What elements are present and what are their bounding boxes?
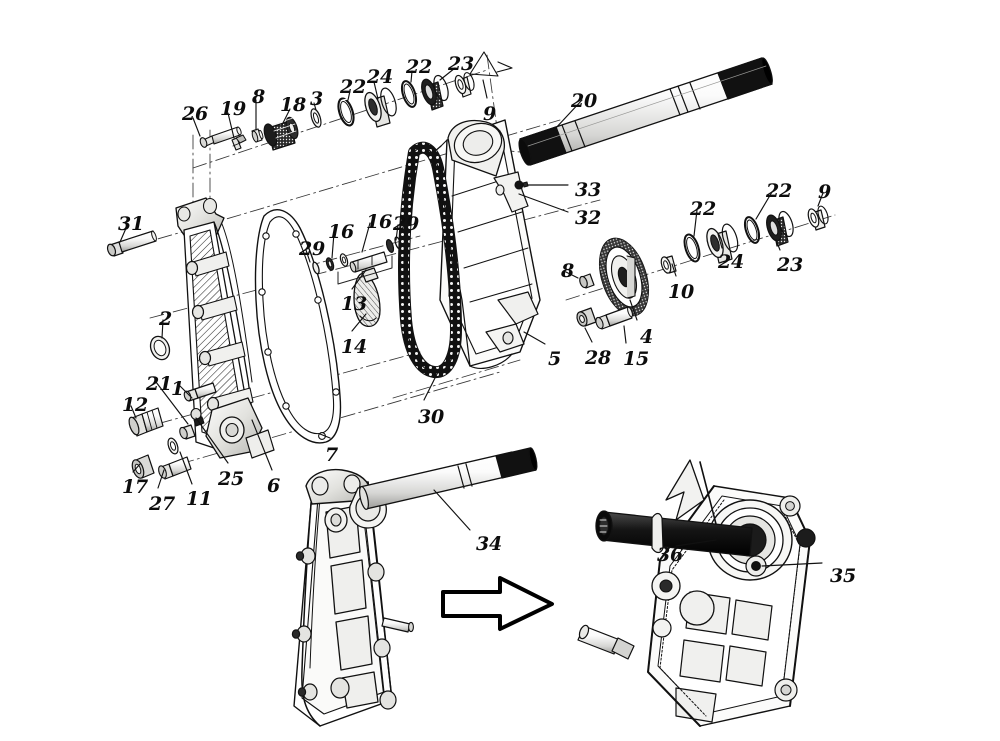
- callout-31-c31: 31: [118, 213, 145, 235]
- part-9-bushing-a: [454, 72, 475, 98]
- callout-9-c9a: 9: [483, 103, 497, 125]
- callout-7-c7: 7: [325, 444, 339, 466]
- callout-14-c14: 14: [341, 336, 368, 358]
- callout-28-c28: 28: [585, 347, 612, 369]
- callout-29-c29b: 29: [393, 213, 420, 235]
- part-8-spacer-lower: [579, 273, 595, 289]
- part-29-clip-a: [312, 261, 320, 275]
- callout-24-c24b: 24: [718, 251, 745, 273]
- callout-27-c27: 27: [149, 493, 176, 515]
- callout-22-c22c: 22: [690, 198, 717, 220]
- callout-23-c23b: 23: [777, 254, 804, 276]
- callout-24-c24a: 24: [367, 66, 394, 88]
- part-27-bolt: [158, 456, 192, 480]
- part-19-retainer: [231, 134, 247, 151]
- callout-21-c21: 21: [146, 373, 173, 395]
- part-22-snap-ring-d: [743, 216, 761, 244]
- detail-assembly-35-36: [577, 459, 816, 727]
- callout-25-c25: 25: [218, 468, 245, 490]
- part-9-bushing-b: [807, 205, 829, 231]
- callout-35-c35: 35: [830, 565, 857, 587]
- callout-8-c8t: 8: [252, 86, 266, 108]
- part-23-seal-b: [766, 210, 794, 247]
- detail-assembly-34: [291, 447, 538, 727]
- callout-18-c18: 18: [280, 94, 307, 116]
- callout-29-c29a: 29: [299, 238, 326, 260]
- callout-36-c36: 36: [657, 544, 684, 566]
- part-25-bolt: [179, 424, 196, 440]
- leader-lines: [119, 67, 824, 567]
- callout-12-c12: 12: [122, 394, 149, 416]
- callout-32-c32: 32: [575, 207, 602, 229]
- callout-10-c10: 10: [668, 281, 695, 303]
- callout-26-c26: 26: [182, 103, 209, 125]
- callout-5-c5: 5: [548, 348, 562, 370]
- callout-15-c15: 15: [623, 348, 650, 370]
- part-11-washer: [167, 437, 179, 455]
- callout-17-c17: 17: [122, 476, 149, 498]
- part-31-long-bolt: [106, 230, 157, 257]
- callout-2-c2: 2: [159, 308, 173, 330]
- part-12-fitting: [128, 407, 164, 437]
- part-33-bolt: [514, 180, 529, 190]
- callout-16-c16a: 16: [328, 221, 355, 243]
- callout-13-c13: 13: [341, 293, 368, 315]
- part-8-spacer-top: [251, 128, 264, 143]
- callout-33-c33: 33: [575, 179, 602, 201]
- part-15-bolt: [595, 306, 633, 330]
- part-23-seal-a: [421, 74, 449, 111]
- callout-22-c22d: 22: [766, 180, 793, 202]
- callout-4-c4: 4: [640, 326, 654, 348]
- callout-8-c8b: 8: [561, 260, 575, 282]
- part-14-chain-slider: [353, 267, 381, 328]
- callout-9-c9b: 9: [818, 181, 832, 203]
- part-3-washer: [310, 108, 322, 128]
- part-30-drive-chain: [398, 141, 462, 379]
- process-arrow: [441, 576, 554, 631]
- callout-20-c20: 20: [571, 90, 598, 112]
- part-26-bolt: [199, 126, 242, 148]
- part-16-collar-a: [325, 257, 335, 271]
- part-20-drive-shaft: [518, 57, 773, 166]
- part-10-spacer: [660, 255, 677, 274]
- part-2-cap: [149, 335, 171, 361]
- part-28-nut: [576, 307, 597, 327]
- part-13-guide-shaft: [349, 251, 388, 273]
- part-4-sprocket: [598, 237, 650, 317]
- callout-3-c3: 3: [310, 88, 324, 110]
- view-direction-marker: [469, 51, 513, 77]
- part-16-collar-b: [339, 253, 349, 267]
- part-17-nut: [131, 454, 155, 479]
- callout-11-c11: 11: [186, 488, 213, 510]
- callout-1-c1: 1: [171, 378, 185, 400]
- callout-30-c30: 30: [418, 406, 445, 428]
- callout-34-c34: 34: [476, 533, 503, 555]
- callout-19-c19: 19: [220, 98, 247, 120]
- callout-16-c16b: 16: [366, 211, 393, 233]
- part-18-splined-hub: [263, 116, 299, 151]
- part-22-snap-ring-c: [683, 233, 701, 263]
- callout-6-c6: 6: [267, 475, 281, 497]
- part-24-bearing-a: [364, 87, 397, 128]
- callout-22-c22a: 22: [340, 76, 367, 98]
- part-22-snap-ring-b: [400, 80, 418, 108]
- callout-22-c22b: 22: [406, 56, 433, 78]
- callout-23-c23a: 23: [448, 53, 475, 75]
- part-7-gasket: [254, 209, 342, 444]
- part-22-snap-ring-a: [337, 97, 355, 127]
